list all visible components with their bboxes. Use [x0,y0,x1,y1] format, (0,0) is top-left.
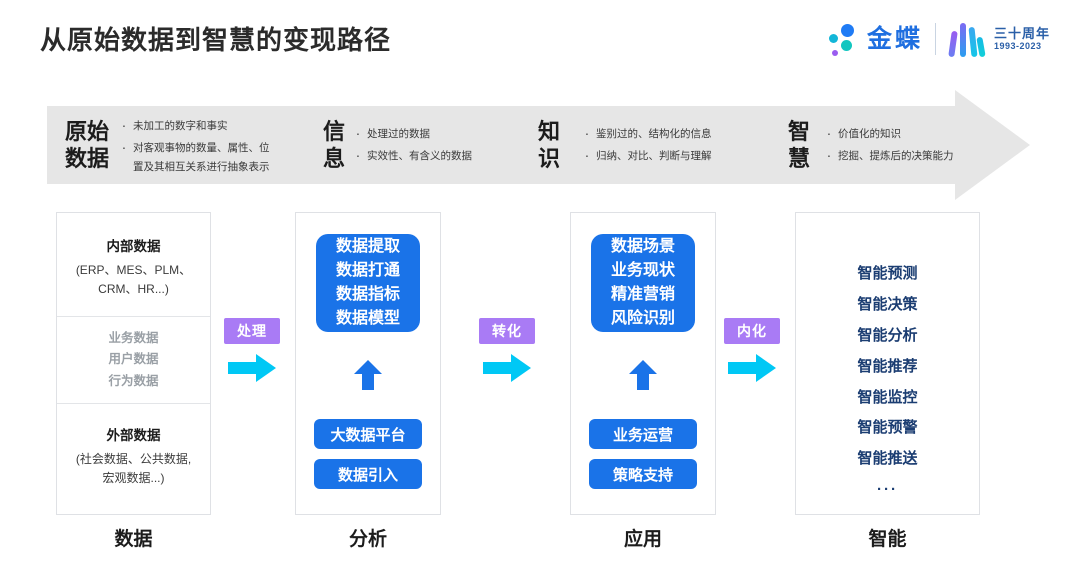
connector-processing: 处理 [224,318,280,382]
arrow-up-icon [571,360,715,395]
application-strategy-pill[interactable]: 策略支持 [589,459,697,489]
external-data-title: 外部数据 [106,427,161,443]
card-line: 数据模型 [335,310,400,327]
brand-logo: 金蝶 三十周年 1993-2023 [827,18,1050,60]
connector-transformation: 转化 [479,318,535,382]
column-application: 数据场景 业务现状 精准营销 风险识别 业务运营 策略支持 [570,212,716,515]
banner-item: · 处理过的数据 [349,123,472,145]
intelligence-item: 智能预警 [857,419,918,437]
bullet-icon: · [355,125,361,142]
data-type-item: 用户数据 [108,352,159,367]
connector-label: 内化 [724,318,780,344]
bullet-icon: · [826,125,832,142]
banner-segment-knowledge: 知 识 · 鉴别过的、结构化的信息 · 归纳、对比、判断与理解 [538,106,788,184]
data-type-item: 行为数据 [108,373,159,388]
card-line: 业务现状 [610,262,675,279]
banner-segments: 原始 数据 · 未加工的数字和事实 · 对客观事物的数量、属性、位 置及其相互关… [47,106,955,184]
internal-data-block: 内部数据 (ERP、MES、PLM、 CRM、HR...) [57,213,210,316]
divider [57,402,210,404]
card-line: 数据提取 [335,238,400,255]
banner-segment-items: · 处理过的数据 · 实效性、有含义的数据 [349,123,472,166]
analysis-platform-pill[interactable]: 大数据平台 [314,419,422,449]
column-label-data: 数据 [114,529,153,550]
bullet-icon: · [826,147,832,163]
banner-item: 置及其相互关系进行抽象表示 [133,160,270,173]
connector-label: 转化 [479,318,535,344]
banner-item: · 对客观事物的数量、属性、位 [115,137,270,159]
column-data: 内部数据 (ERP、MES、PLM、 CRM、HR...) 业务数据 用户数据 … [56,212,211,515]
analysis-ingest-pill[interactable]: 数据引入 [314,459,422,489]
anniversary-mark-icon [948,21,986,58]
banner-segment-items: · 鉴别过的、结构化的信息 · 归纳、对比、判断与理解 [578,123,712,166]
maturity-banner-arrow: 原始 数据 · 未加工的数字和事实 · 对客观事物的数量、属性、位 置及其相互关… [47,90,1030,200]
banner-item: · 挖掘、提炼后的决策能力 [820,145,954,167]
intelligence-item: 智能监控 [857,388,918,406]
divider [57,316,210,318]
arrow-right-icon [224,354,280,382]
bullet-icon: · [355,147,361,163]
column-label-analysis: 分析 [348,529,387,550]
connector-label: 处理 [224,318,280,344]
internal-data-sub: (ERP、MES、PLM、 CRM、HR...) [75,263,192,296]
card-line: 精准营销 [610,286,675,303]
brand-divider [934,23,936,55]
banner-segment-title: 智 慧 [788,118,811,172]
bullet-icon: · [584,125,590,142]
column-label-application: 应用 [623,529,662,550]
intelligence-ellipsis: ··· [877,481,898,499]
intelligence-capability-list: 智能预测 智能决策 智能分析 智能推荐 智能监控 智能预警 智能推送 ··· [796,213,979,506]
intelligence-item: 智能推荐 [857,357,918,375]
intelligence-item: 智能分析 [857,326,918,344]
banner-segment-raw-data: 原始 数据 · 未加工的数字和事实 · 对客观事物的数量、属性、位 置及其相互关… [47,106,323,184]
analysis-capability-card: 数据提取 数据打通 数据指标 数据模型 [316,234,420,332]
bullet-icon: · [584,147,590,163]
banner-segment-title: 原始 数据 [65,118,110,172]
intelligence-item: 智能决策 [857,295,918,313]
arrow-right-icon [479,354,535,382]
banner-segment-information: 信 息 · 处理过的数据 · 实效性、有含义的数据 [323,106,538,184]
card-line: 风险识别 [610,310,675,327]
bullet-icon: · [121,117,127,134]
banner-segment-title: 知 识 [538,118,561,172]
column-label-intelligence: 智能 [868,529,907,550]
banner-item: · 鉴别过的、结构化的信息 [578,123,712,145]
banner-item: · 价值化的知识 [820,123,954,145]
card-line: 数据打通 [335,262,400,279]
arrow-up-icon [296,360,440,395]
banner-item: · 实效性、有含义的数据 [349,145,472,167]
internal-data-title: 内部数据 [106,239,161,254]
banner-segment-wisdom: 智 慧 · 价值化的知识 · 挖掘、提炼后的决策能力 [788,106,955,184]
data-type-item: 业务数据 [108,331,159,346]
banner-item: · 未加工的数字和事实 [115,115,270,137]
application-operation-pill[interactable]: 业务运营 [589,419,697,449]
external-data-sub: (社会数据、公共数据, 宏观数据...) [75,451,192,485]
anniversary-text: 三十周年 1993-2023 [994,26,1050,52]
card-line: 数据指标 [335,286,400,303]
banner-segment-items: · 价值化的知识 · 挖掘、提炼后的决策能力 [820,123,954,166]
column-analysis: 数据提取 数据打通 数据指标 数据模型 大数据平台 数据引入 [295,212,441,515]
banner-segment-title: 信 息 [323,118,346,172]
banner-item: · 归纳、对比、判断与理解 [578,145,712,167]
anniversary-cn: 三十周年 [993,25,1050,41]
application-scenario-card: 数据场景 业务现状 精准营销 风险识别 [591,234,695,332]
external-data-block: 外部数据 (社会数据、公共数据, 宏观数据...) [57,404,210,487]
bullet-icon: · [121,138,127,155]
kingdee-dots-icon [827,22,861,56]
card-line: 数据场景 [610,238,675,255]
arrow-right-icon [724,354,780,382]
intelligence-item: 智能推送 [857,450,918,468]
banner-segment-items: · 未加工的数字和事实 · 对客观事物的数量、属性、位 置及其相互关系进行抽象表… [115,115,270,175]
intelligence-item: 智能预测 [857,265,918,282]
page-title: 从原始数据到智慧的变现路径 [40,25,392,55]
column-intelligence: 智能预测 智能决策 智能分析 智能推荐 智能监控 智能预警 智能推送 ··· [795,212,980,515]
data-type-list: 业务数据 用户数据 行为数据 [57,317,210,403]
brand-name: 金蝶 [866,24,923,53]
connector-internalization: 内化 [724,318,780,382]
anniversary-years: 1993-2023 [993,41,1042,52]
